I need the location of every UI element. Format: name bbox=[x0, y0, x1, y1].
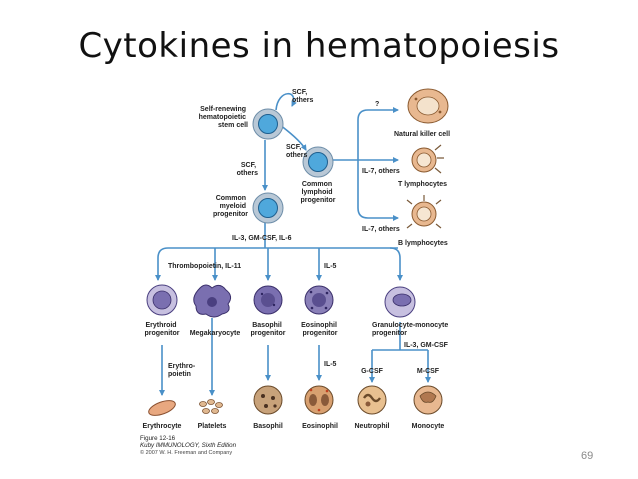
arrow-to-b bbox=[357, 160, 399, 221]
neutrophil-cell bbox=[357, 385, 387, 415]
basophil-label: Basophil bbox=[253, 423, 283, 430]
cytokine-il7-b: IL-7, others bbox=[362, 226, 400, 233]
eosprog-label: Eosinophil progenitor bbox=[301, 322, 339, 337]
b-cell bbox=[406, 195, 442, 229]
b-label: B lymphocytes bbox=[398, 240, 448, 247]
cytokine-scf-mid: SCF, others bbox=[286, 144, 308, 159]
nk-cell bbox=[407, 88, 449, 124]
arrow-stem-to-lymphoid bbox=[279, 124, 307, 151]
figure-copyright: © 2007 W. H. Freeman and Company bbox=[140, 449, 232, 456]
cytokine-nk-unknown: ? bbox=[375, 101, 379, 108]
figure-book: Kuby IMMUNOLOGY, Sixth Edition bbox=[140, 442, 237, 449]
cytokine-scf-top: SCF, others bbox=[292, 89, 314, 104]
t-label: T lymphocytes bbox=[398, 181, 447, 188]
arrow-bus-left-cap bbox=[155, 247, 169, 281]
basoprog-label: Basophil progenitor bbox=[251, 322, 286, 337]
cytokine-gcsf: G-CSF bbox=[361, 368, 384, 375]
megakaryocyte-cell bbox=[193, 284, 232, 318]
platelets-cell bbox=[199, 399, 223, 414]
gmprog-label: Granulocyte-monocyte progenitor bbox=[372, 322, 450, 337]
myeloid-progenitor-cell bbox=[252, 192, 284, 224]
eosinophil-cell bbox=[304, 385, 334, 415]
platelets-label: Platelets bbox=[198, 423, 227, 430]
erythroid-progenitor-cell bbox=[146, 284, 178, 316]
lymphoid-label: Common lymphoid progenitor bbox=[301, 181, 336, 204]
erythroid-label: Erythroid progenitor bbox=[145, 322, 180, 337]
erythrocyte-cell bbox=[148, 400, 176, 416]
stem-cell bbox=[252, 108, 284, 140]
monocyte-cell bbox=[413, 385, 443, 415]
gm-progenitor-cell bbox=[384, 286, 416, 318]
cytokine-il7-t: IL-7, others bbox=[362, 168, 400, 175]
eosinophil-label: Eosinophil bbox=[302, 423, 338, 430]
stem-label: Self-renewing hematopoietic stem cell bbox=[199, 106, 248, 129]
neutrophil-label: Neutrophil bbox=[355, 423, 390, 430]
nk-label: Natural killer cell bbox=[394, 131, 450, 138]
cytokine-il3-gmcsf-il6: IL-3, GM-CSF, IL-6 bbox=[232, 235, 292, 242]
basophil-progenitor-cell bbox=[253, 285, 283, 315]
arrow-bus-right-cap bbox=[389, 247, 403, 281]
cytokine-il5-top: IL-5 bbox=[324, 263, 337, 270]
cytokine-scf-left: SCF, others bbox=[237, 162, 259, 177]
arrow-to-nk bbox=[357, 107, 399, 160]
cytokine-il5-bottom: IL-5 bbox=[324, 361, 337, 368]
slide-title: Cytokines in hematopoiesis bbox=[78, 26, 560, 66]
myeloid-label: Common myeloid progenitor bbox=[213, 195, 248, 218]
cytokine-erythropoietin: Erythro- poietin bbox=[168, 363, 197, 378]
cytokine-mcsf: M-CSF bbox=[417, 368, 440, 375]
cytokine-il3-gmcsf: IL-3, GM-CSF bbox=[404, 342, 449, 349]
figure-number: Figure 12-16 bbox=[140, 435, 176, 442]
cytokine-tpo: Thrombopoietin, IL-11 bbox=[168, 263, 241, 270]
eosinophil-progenitor-cell bbox=[304, 285, 334, 315]
arrows bbox=[155, 92, 431, 396]
lymphoid-progenitor-cell bbox=[302, 146, 334, 178]
slide-number: 69 bbox=[581, 450, 594, 462]
monocyte-label: Monocyte bbox=[412, 423, 445, 430]
mega-label: Megakaryocyte bbox=[190, 330, 241, 337]
arrow-self-renew bbox=[275, 92, 297, 111]
erythrocyte-label: Erythrocyte bbox=[143, 423, 182, 430]
basophil-cell bbox=[253, 385, 283, 415]
t-cell bbox=[411, 144, 444, 174]
